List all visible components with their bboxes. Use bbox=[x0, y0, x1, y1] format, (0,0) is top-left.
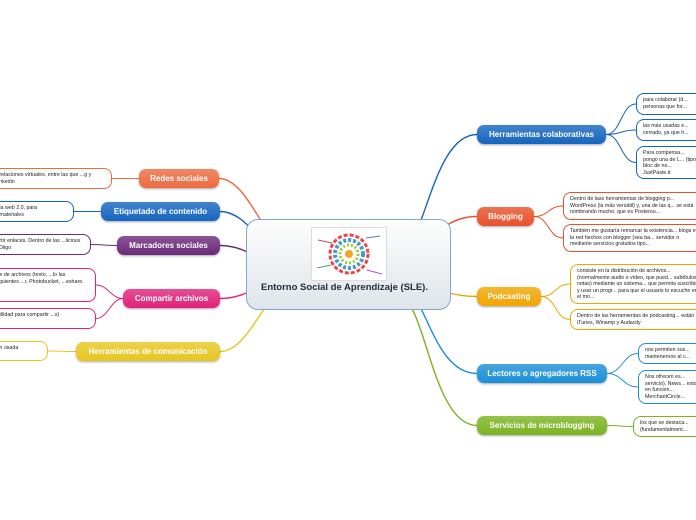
connector-line bbox=[606, 425, 634, 427]
leaf-note[interactable]: Dentro de las herramientas de podcasting… bbox=[570, 309, 696, 330]
branch-podcasting[interactable]: Podcasting bbox=[477, 287, 541, 306]
leaf-note[interactable]: ...relaciones virtuales, entre las que .… bbox=[0, 168, 112, 189]
mind-map-thumbnail-icon bbox=[311, 227, 387, 281]
connector-line bbox=[605, 103, 637, 135]
leaf-note[interactable]: para colaborar (d... personas que for... bbox=[636, 93, 696, 115]
leaf-note[interactable]: Para compensa... pongo una de L... (tipo… bbox=[636, 146, 696, 179]
leaf-note[interactable]: Nos ofrecen es... servicio), News... est… bbox=[638, 370, 696, 404]
branch-blogging[interactable]: Blogging bbox=[477, 207, 534, 226]
connector-line bbox=[605, 134, 637, 163]
central-topic[interactable]: Entorno Social de Aprendizaje (SLE). bbox=[246, 219, 451, 310]
connector-line bbox=[533, 216, 564, 239]
leaf-note[interactable]: También me gustaría remarcar la existenc… bbox=[563, 224, 696, 252]
branch-herramientas-de-comunicacion[interactable]: Herramientas de comunicación bbox=[76, 342, 220, 361]
connector-line bbox=[90, 244, 118, 246]
leaf-note[interactable]: consiste en la distribución de archivos.… bbox=[570, 264, 696, 304]
branch-marcadores-sociales[interactable]: Marcadores sociales bbox=[117, 236, 220, 255]
branch-etiquetado-de-contenido[interactable]: Etiquetado de contenido bbox=[101, 202, 220, 221]
leaf-note[interactable]: las más usadas e... cerrado, ya que h... bbox=[636, 119, 696, 141]
leaf-note[interactable]: ...tilidad para compartir ...s) bbox=[0, 308, 96, 329]
leaf-note[interactable]: Dentro de lass herramientas de blogging … bbox=[563, 192, 696, 220]
branch-servicios-de-microblogging[interactable]: Servicios de microblogging bbox=[477, 416, 607, 435]
connector-line bbox=[95, 298, 124, 319]
leaf-note[interactable]: ...e de archivos (texto, ...lo las sigui… bbox=[0, 268, 96, 302]
leaf-note[interactable]: ...n usada bbox=[0, 341, 48, 361]
leaf-note[interactable]: nos permiten sus... mantenernos al c... bbox=[638, 343, 696, 364]
connector-line bbox=[47, 350, 77, 352]
leaf-note[interactable]: los que se destaca... (fundamentalment..… bbox=[633, 416, 696, 437]
central-topic-title: Entorno Social de Aprendizaje (SLE). bbox=[261, 282, 428, 293]
connector-line bbox=[540, 283, 571, 297]
branch-redes-sociales[interactable]: Redes sociales bbox=[139, 169, 219, 188]
branch-herramientas-colaborativas[interactable]: Herramientas colaborativas bbox=[477, 125, 606, 144]
leaf-note[interactable]: ...rtir enlaces. Dentro de las ...liciou… bbox=[0, 234, 91, 255]
connector-line bbox=[540, 296, 571, 320]
connector-line bbox=[606, 353, 639, 374]
connector-line bbox=[605, 129, 637, 135]
connector-line bbox=[606, 373, 639, 388]
branch-lectores-o-agregadores-rss[interactable]: Lectores o agregadores RSS bbox=[477, 364, 607, 383]
connector-line bbox=[533, 205, 564, 217]
connector-line bbox=[95, 284, 124, 299]
branch-compartir-archivos[interactable]: Compartir archivos bbox=[123, 289, 220, 308]
leaf-note[interactable]: ...la web 2.0, para ...materiales bbox=[0, 201, 74, 222]
connector-line bbox=[399, 297, 478, 427]
